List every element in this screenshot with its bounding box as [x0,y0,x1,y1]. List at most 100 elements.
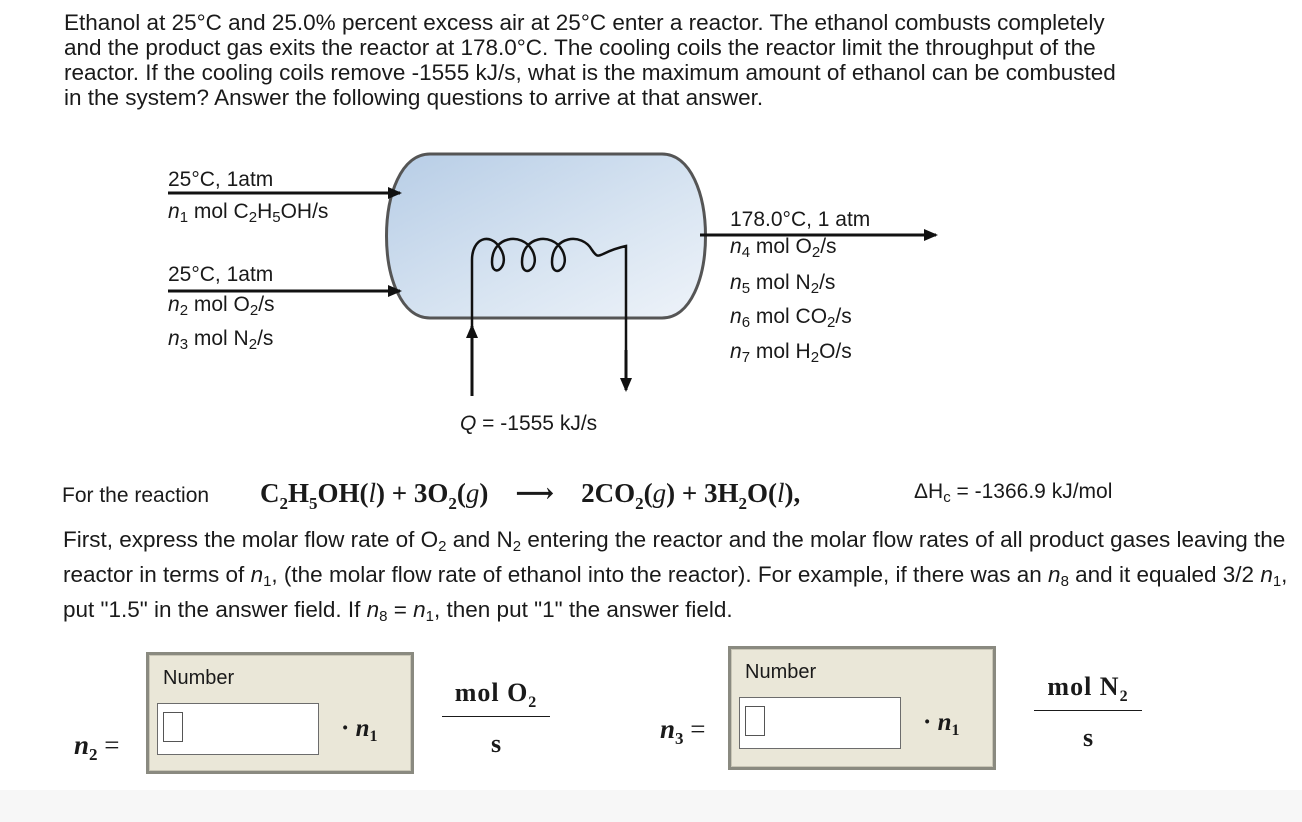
sub: 2 [89,745,98,764]
text: = [387,597,414,622]
sub: 3 [675,729,684,748]
text: /s [257,327,274,350]
number-caption: Number [745,661,817,683]
problem-line-1: Ethanol at 25°C and 25.0% percent excess… [64,10,1105,35]
sub: 2 [248,209,258,226]
inlet2-oxygen: n2 mol O2/s [168,293,275,319]
sub: 2 [1119,688,1129,705]
text: , then put "1" the answer field. [434,597,733,622]
cooling-coil [470,237,628,395]
unit-numerator: mol O2 [440,678,552,716]
text: /s [258,293,275,316]
problem-statement: Ethanol at 25°C and 25.0% percent excess… [64,10,1264,110]
bottom-band [0,790,1302,822]
var-n: n [730,235,742,258]
var-n: n [168,293,180,316]
var-n: n [730,271,742,294]
text: mol O [188,293,250,316]
input-cursor-box [745,706,765,736]
reactor-svg [168,152,938,396]
sub: 2 [811,244,821,261]
sub: 6 [741,314,751,331]
text: /s [835,305,852,328]
var-n: n [660,714,676,744]
inlet2-condition: 25°C, 1atm [168,263,274,286]
sub: 2 [810,349,820,366]
dh-value: = -1366.9 kJ/mol [950,480,1113,503]
text: mol H [750,340,811,363]
sub: c [943,489,951,506]
reaction-equation: C2H5OH(l) + 3O2(g) ⟶ 2CO2(g) + 3H2O(l), [260,478,801,513]
text: and N [446,527,513,552]
var-n: n [168,327,180,350]
reactor-diagram: 25°C, 1atm n1 mol C2H5OH/s 25°C, 1atm n2… [160,150,960,440]
sub: 1 [179,209,189,226]
text: mol O [750,235,812,258]
sub: 5 [741,280,751,297]
text: mol N [188,327,249,350]
answer-box-n2: Number · n1 [146,652,414,774]
text: mol N [750,271,811,294]
problem-line-2: and the product gas exits the reactor at… [64,35,1096,60]
outlet-co2: n6 mol CO2/s [730,305,852,331]
sub: 4 [741,244,751,261]
problem-line-3: reactor. If the cooling coils remove -15… [64,60,1116,85]
answer-label-n2: n2 = [74,730,120,764]
unit-denominator: s [490,729,502,758]
sub: 2 [810,280,820,297]
unit-denominator: s [1082,723,1094,752]
var-n: n [730,340,742,363]
text: mol O [454,678,529,707]
sub: 5 [272,209,281,226]
text: mol CO [750,305,828,328]
n2-input[interactable] [157,703,319,755]
answer-label-n3: n3 = [660,714,706,748]
sub: 2 [249,302,259,319]
inlet1-condition: 25°C, 1atm [168,168,274,191]
fraction-bar [442,716,550,717]
text: , put "1.5" in the answer field. If [63,562,1288,622]
times-n1: · n1 [923,709,960,739]
unit-n2: mol O2 s [440,678,552,759]
input-cursor-box [163,712,183,742]
heat-removal-label: Q = -1555 kJ/s [460,412,597,436]
var-n: n [730,305,742,328]
sub: 2 [827,314,836,331]
text: entering the reactor and the molar flow … [63,527,1286,587]
instructions: First, express the molar flow rate of O2… [63,527,1288,625]
reaction-line: For the reaction C2H5OH(l) + 3O2(g) ⟶ 2C… [62,476,1262,516]
sub: 3 [179,336,189,353]
inlet1-ethanol: n1 mol C2H5OH/s [168,200,329,226]
unit-numerator: mol N2 [1032,672,1144,710]
text: = -1555 kJ/s [476,412,598,435]
text: First, express the molar flow rate of O [63,527,439,552]
sub: 7 [741,349,751,366]
var-n: n [168,200,180,223]
sub: 2 [179,302,189,319]
n3-input[interactable] [739,697,901,749]
reactor-vessel [385,152,707,320]
text: /s [819,271,836,294]
problem-line-4: in the system? Answer the following ques… [64,85,764,110]
outlet-n2: n5 mol N2/s [730,271,836,297]
heat-of-combustion: ΔHc = -1366.9 kJ/mol [914,480,1113,506]
text: H [257,200,273,223]
reaction-lead: For the reaction [62,484,210,507]
text: OH/s [280,200,329,223]
text: mol N [1047,672,1120,701]
text: , (the molar flow rate of ethanol into t… [271,562,1049,587]
times-n1: · n1 [341,715,378,745]
delta-h: ΔH [914,480,944,503]
text: mol C [188,200,249,223]
text: O/s [819,340,852,363]
unit-n3: mol N2 s [1032,672,1144,753]
fraction-bar [1034,710,1142,711]
inlet2-nitrogen: n3 mol N2/s [168,327,274,353]
sub: 2 [248,336,258,353]
outlet-h2o: n7 mol H2O/s [730,340,852,366]
var-q: Q [460,412,477,435]
number-caption: Number [163,667,235,689]
var-n: n [74,730,90,760]
outlet-condition: 178.0°C, 1 atm [730,208,871,231]
